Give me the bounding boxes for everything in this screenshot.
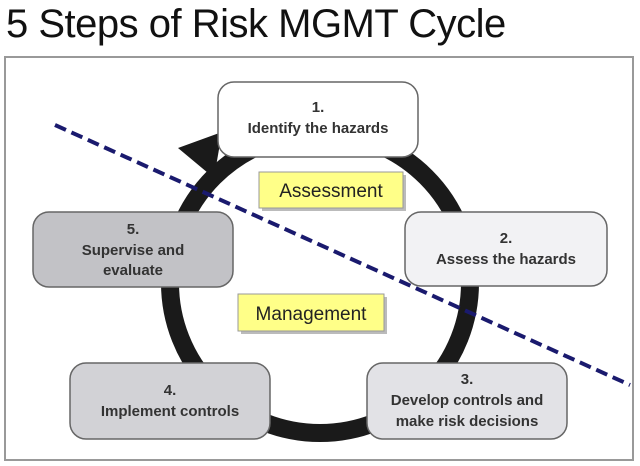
assessment-label: Assessment — [279, 181, 383, 202]
step-4-number: 4. — [164, 382, 177, 399]
step-1-box: 1. Identify the hazards — [217, 81, 419, 158]
management-label-box: Management — [237, 293, 387, 334]
step-3-number: 3. — [461, 371, 474, 388]
step-5-box: 5. Supervise and evaluate — [32, 211, 234, 288]
step-2-box: 2. Assess the hazards — [404, 211, 608, 287]
step-4-label: Implement controls — [101, 403, 239, 420]
assessment-label-box: Assessment — [258, 171, 406, 211]
step-5-label-line2: evaluate — [103, 262, 163, 279]
management-label: Management — [256, 304, 368, 325]
step-3-label-line2: make risk decisions — [396, 413, 539, 430]
step-1-number: 1. — [312, 99, 325, 116]
step-2-label: Assess the hazards — [436, 251, 576, 268]
page-title: 5 Steps of Risk MGMT Cycle — [6, 2, 506, 46]
step-3-label-line1: Develop controls and — [391, 392, 544, 409]
step-5-label-line1: Supervise and — [82, 242, 185, 259]
step-1-label: Identify the hazards — [248, 120, 389, 137]
cycle-arrowhead-icon — [178, 132, 222, 178]
step-2-number: 2. — [500, 230, 513, 247]
step-3-box: 3. Develop controls and make risk decisi… — [366, 362, 568, 440]
assessment-management-divider — [54, 123, 631, 387]
step-4-box: 4. Implement controls — [69, 362, 271, 440]
step-5-number: 5. — [127, 221, 140, 238]
